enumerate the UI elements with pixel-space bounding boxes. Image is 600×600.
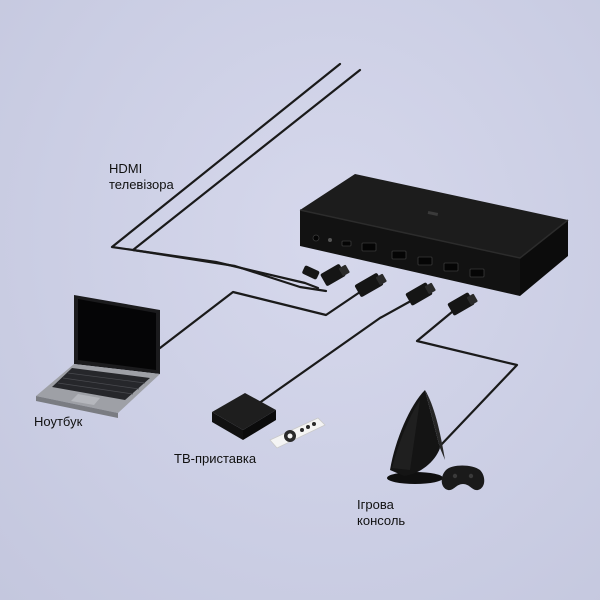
tv-hdmi-cable-b	[131, 68, 362, 293]
remote-icon	[269, 417, 326, 449]
console-label-line-2: консоль	[357, 513, 406, 528]
game-console-icon	[387, 390, 445, 484]
tv-box-icon	[212, 393, 276, 440]
laptop-cable	[158, 290, 362, 350]
tv-box-label: ТВ-приставка	[174, 451, 257, 466]
laptop-icon	[36, 295, 160, 418]
console-label-line-1: Ігрова	[357, 497, 394, 512]
tv-hdmi-label: HDMI телевізора	[109, 161, 174, 193]
tv-box-cable	[253, 295, 420, 408]
console-cable	[415, 305, 519, 448]
gamepad-icon	[441, 465, 485, 491]
tv-hdmi-label-line-1: HDMI	[109, 161, 143, 176]
console-label: Ігрова консоль	[357, 497, 405, 529]
hdmi-switch-device	[299, 174, 569, 296]
laptop-label: Ноутбук	[34, 414, 83, 429]
tv-hdmi-label-line-2: телевізора	[109, 177, 174, 192]
